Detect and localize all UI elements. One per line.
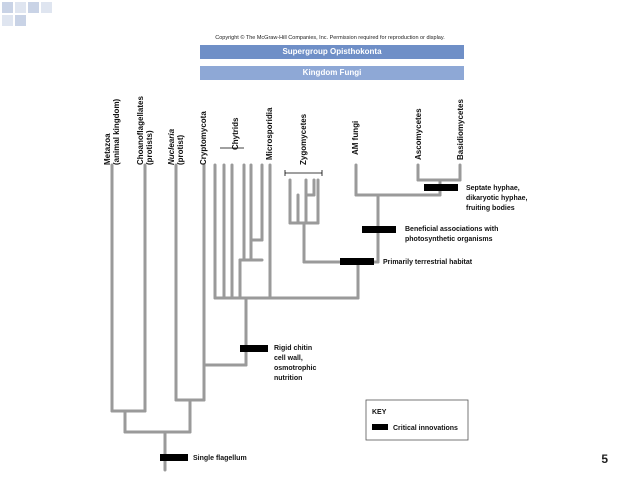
taxon-nuclearia: Nuclearia (protist) <box>167 127 185 165</box>
taxon-ascomycetes: Ascomycetes <box>414 108 423 160</box>
taxon-chytrids: Chytrids <box>231 117 240 150</box>
marker-chitin-wall <box>240 345 268 352</box>
kingdom-fungi-bar: Kingdom Fungi <box>200 66 464 80</box>
label-photosynthetic-associations: Beneficial associations with photosynthe… <box>405 226 500 243</box>
label-septate-hyphae: Septate hyphae, dikaryotic hyphae, fruit… <box>466 185 529 212</box>
taxon-am-fungi: AM fungi <box>351 121 360 155</box>
page-number: 5 <box>601 452 608 466</box>
marker-single-flagellum <box>160 454 188 461</box>
tree-branches <box>110 163 462 472</box>
key-box: KEY Critical innovations <box>365 399 469 441</box>
taxon-metazoa: Metazoa (animal kingdom) <box>103 98 121 165</box>
taxon-zygomycetes: Zygomycetes <box>299 113 308 165</box>
supergroup-bar: Supergroup Opisthokonta <box>200 45 464 59</box>
decorative-squares <box>0 0 60 30</box>
marker-septate-hyphae <box>424 184 458 191</box>
marker-photosynthetic-associations <box>362 226 396 233</box>
taxon-microsporidia: Microsporidia <box>265 107 274 160</box>
key-marker-swatch <box>372 424 388 430</box>
label-terrestrial-habitat: Primarily terrestrial habitat <box>383 259 473 266</box>
zygomycetes-bracket <box>284 170 323 176</box>
taxon-choanoflagellates: Choanoflagellates (protists) <box>136 94 154 165</box>
label-chitin-wall: Rigid chitin cell wall, osmotrophic nutr… <box>274 345 318 382</box>
taxon-cryptomycota: Cryptomycota <box>199 111 208 165</box>
copyright-notice: Copyright © The McGraw-Hill Companies, I… <box>215 35 445 41</box>
label-single-flagellum: Single flagellum <box>193 455 247 462</box>
innovation-markers <box>160 184 458 461</box>
key-item-label: Critical innovations <box>393 425 458 432</box>
taxon-basidiomycetes: Basidiomycetes <box>456 99 465 160</box>
key-title: KEY <box>372 409 387 416</box>
marker-terrestrial-habitat <box>340 258 374 265</box>
